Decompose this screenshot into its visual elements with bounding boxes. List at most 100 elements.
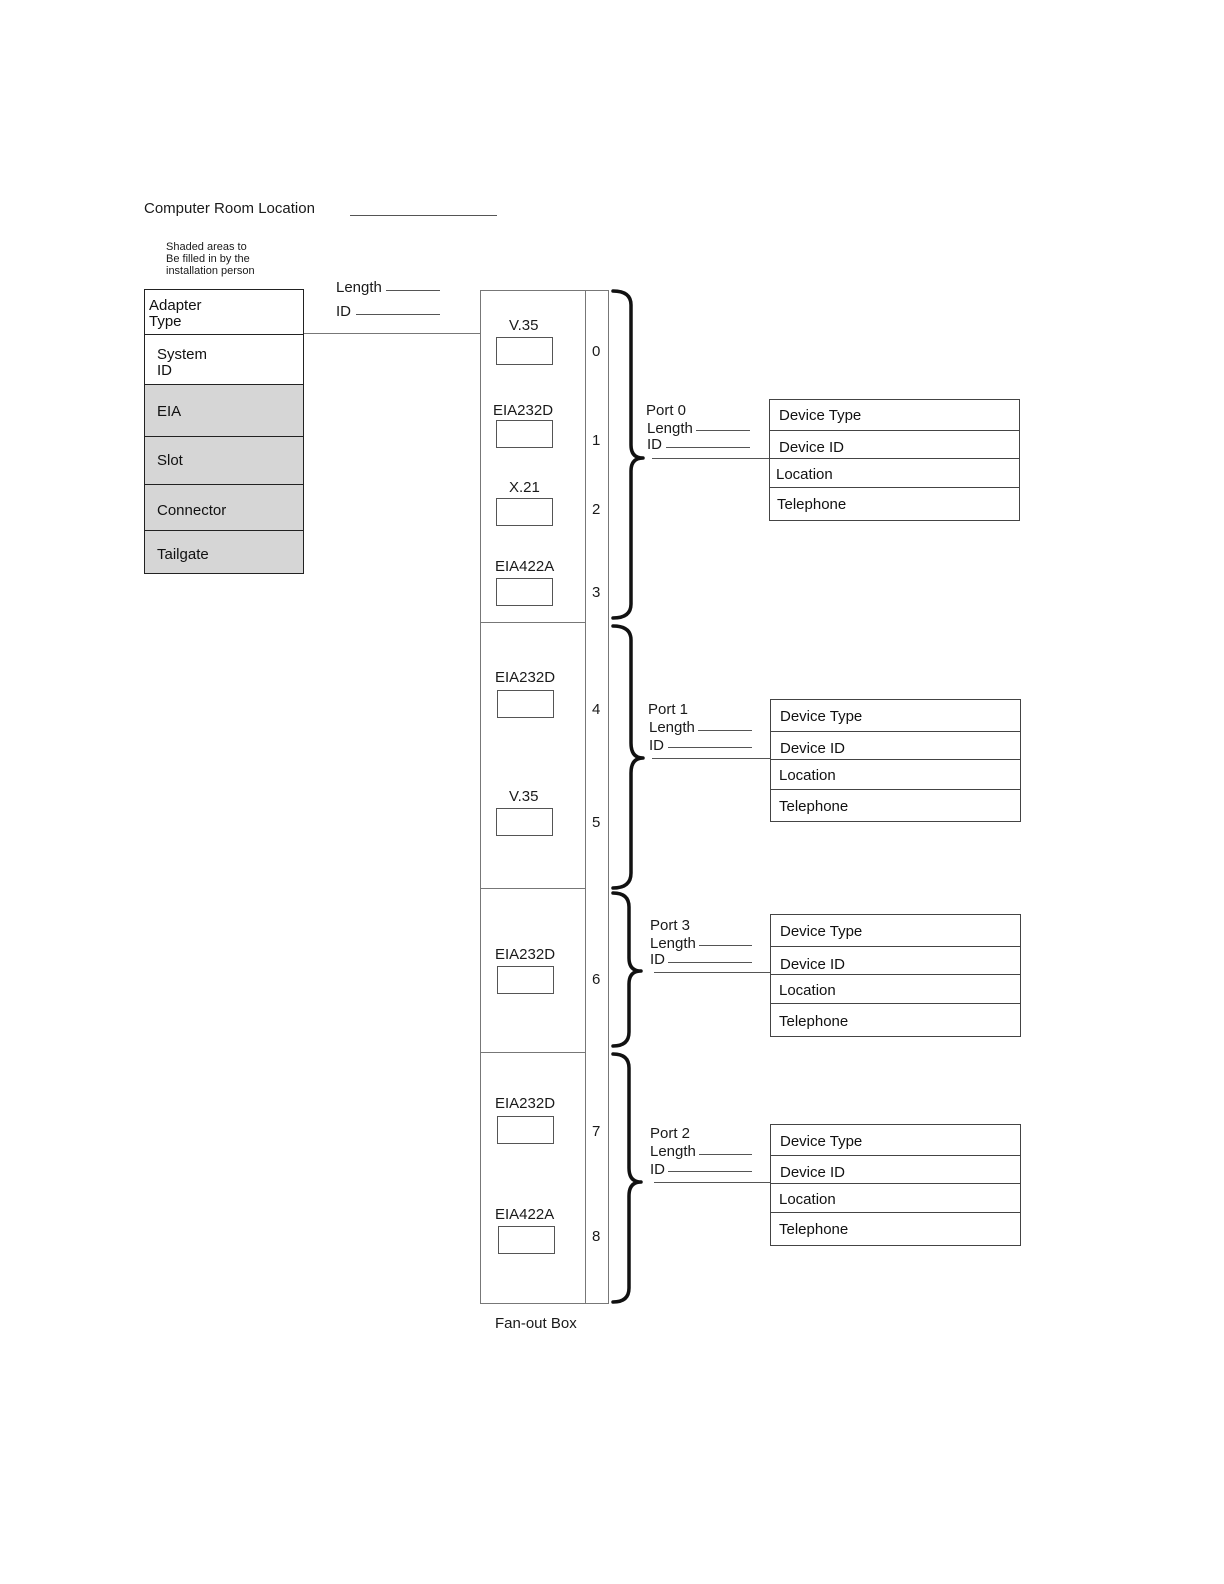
slot-connector-box[interactable]	[496, 808, 553, 836]
device-table-port-2: Device Type Device ID Location Telephone	[770, 1124, 1021, 1246]
fanout-box	[480, 290, 609, 1304]
location-field[interactable]: Location	[771, 760, 1020, 790]
brace-port-1	[611, 624, 645, 890]
fanout-group-separator	[480, 1052, 585, 1053]
port-length-line[interactable]	[698, 730, 752, 731]
slot-number: 5	[592, 814, 601, 831]
port-cable-line	[652, 758, 770, 759]
slot-type-label: EIA232D	[495, 1095, 556, 1112]
slot-number: 0	[592, 343, 601, 360]
cable-id-line[interactable]	[356, 314, 440, 315]
slot-label: Slot	[157, 452, 183, 469]
field-label: Location	[779, 982, 836, 999]
port-id-line[interactable]	[668, 747, 752, 748]
brace-port-2	[611, 1052, 643, 1304]
port-id-line[interactable]	[668, 962, 752, 963]
port-id-line[interactable]	[666, 447, 750, 448]
fanout-box-caption: Fan-out Box	[495, 1315, 577, 1332]
port-id-label: ID	[649, 737, 664, 754]
port-length-label: Length	[650, 935, 696, 952]
slot-connector-box[interactable]	[498, 1226, 555, 1254]
device-id-field[interactable]: Device ID	[771, 1156, 1020, 1184]
connector-label: Connector	[157, 502, 227, 519]
slot-type-label: X.21	[509, 479, 540, 496]
location-field[interactable]: Location	[770, 459, 1019, 488]
system-id-label: System ID	[157, 347, 207, 379]
adapter-type-row[interactable]: Adapter Type	[145, 290, 303, 335]
device-type-field[interactable]: Device Type	[771, 700, 1020, 732]
slot-connector-box[interactable]	[496, 337, 553, 365]
slot-connector-box[interactable]	[497, 1116, 554, 1144]
device-table-port-3: Device Type Device ID Location Telephone	[770, 914, 1021, 1037]
port-length-line[interactable]	[696, 430, 750, 431]
device-type-field[interactable]: Device Type	[771, 915, 1020, 947]
slot-number: 4	[592, 701, 601, 718]
fanout-group-separator	[480, 888, 585, 889]
slot-connector-box[interactable]	[496, 420, 553, 448]
adapter-to-fanout-cable	[304, 333, 480, 334]
slot-connector-box[interactable]	[497, 690, 554, 718]
tailgate-label: Tailgate	[157, 546, 209, 563]
port-label: Port 3	[650, 917, 691, 934]
field-label: Telephone	[779, 1221, 849, 1238]
fanout-group-separator	[480, 622, 585, 623]
telephone-field[interactable]: Telephone	[770, 488, 1019, 520]
device-type-field[interactable]: Device Type	[770, 400, 1019, 431]
port-length-label: Length	[647, 420, 693, 437]
port-cable-line	[652, 458, 769, 459]
telephone-field[interactable]: Telephone	[771, 1004, 1020, 1036]
port-length-label: Length	[650, 1143, 696, 1160]
system-id-row[interactable]: System ID	[145, 335, 303, 385]
device-id-field[interactable]: Device ID	[770, 431, 1019, 459]
device-id-field[interactable]: Device ID	[771, 732, 1020, 760]
tailgate-row[interactable]: Tailgate	[145, 531, 303, 573]
location-field[interactable]: Location	[771, 1184, 1020, 1213]
slot-row[interactable]: Slot	[145, 437, 303, 485]
slot-number: 1	[592, 432, 601, 449]
port-length-line[interactable]	[699, 945, 752, 946]
field-label: Device Type	[779, 407, 862, 424]
slot-type-label: V.35	[509, 788, 539, 805]
label-line: Adapter	[149, 297, 202, 314]
cable-id-label: ID	[336, 303, 351, 320]
port-id-label: ID	[647, 436, 662, 453]
device-id-field[interactable]: Device ID	[771, 947, 1020, 975]
label-line: ID	[157, 362, 172, 379]
field-label: Telephone	[779, 798, 849, 815]
slot-connector-box[interactable]	[496, 578, 553, 606]
label-line: Type	[149, 313, 182, 330]
slot-connector-box[interactable]	[496, 498, 553, 526]
slot-number: 7	[592, 1123, 601, 1140]
shaded-areas-note: Shaded areas to Be filled in by the inst…	[166, 241, 255, 277]
telephone-field[interactable]: Telephone	[771, 1213, 1020, 1245]
port-label: Port 1	[648, 701, 689, 718]
port-label: Port 2	[650, 1125, 691, 1142]
field-label: Device ID	[779, 439, 845, 456]
cable-length-label: Length	[336, 279, 382, 296]
slot-type-label: EIA422A	[495, 558, 555, 575]
connector-row[interactable]: Connector	[145, 485, 303, 531]
device-type-field[interactable]: Device Type	[771, 1125, 1020, 1156]
eia-row[interactable]: EIA	[145, 385, 303, 437]
adapter-table: Adapter Type System ID EIA Slot Connecto…	[144, 289, 304, 574]
port-id-line[interactable]	[668, 1171, 752, 1172]
slot-connector-box[interactable]	[497, 966, 554, 994]
field-label: Telephone	[777, 496, 847, 513]
slot-type-label: V.35	[509, 317, 539, 334]
port-id-label: ID	[650, 1161, 665, 1178]
location-field[interactable]: Location	[771, 975, 1020, 1004]
port-label: Port 0	[646, 402, 687, 419]
port-length-line[interactable]	[699, 1154, 752, 1155]
port-id-label: ID	[650, 951, 665, 968]
eia-label: EIA	[157, 403, 182, 420]
telephone-field[interactable]: Telephone	[771, 790, 1020, 821]
device-table-port-1: Device Type Device ID Location Telephone	[770, 699, 1021, 822]
note-line: Shaded areas to	[166, 241, 247, 253]
fanout-number-column-divider	[585, 290, 586, 1304]
device-table-port-0: Device Type Device ID Location Telephone	[769, 399, 1020, 521]
slot-type-label: EIA232D	[495, 669, 556, 686]
cable-length-line[interactable]	[386, 290, 440, 291]
slot-number: 3	[592, 584, 601, 601]
computer-room-location-line[interactable]	[350, 215, 497, 216]
